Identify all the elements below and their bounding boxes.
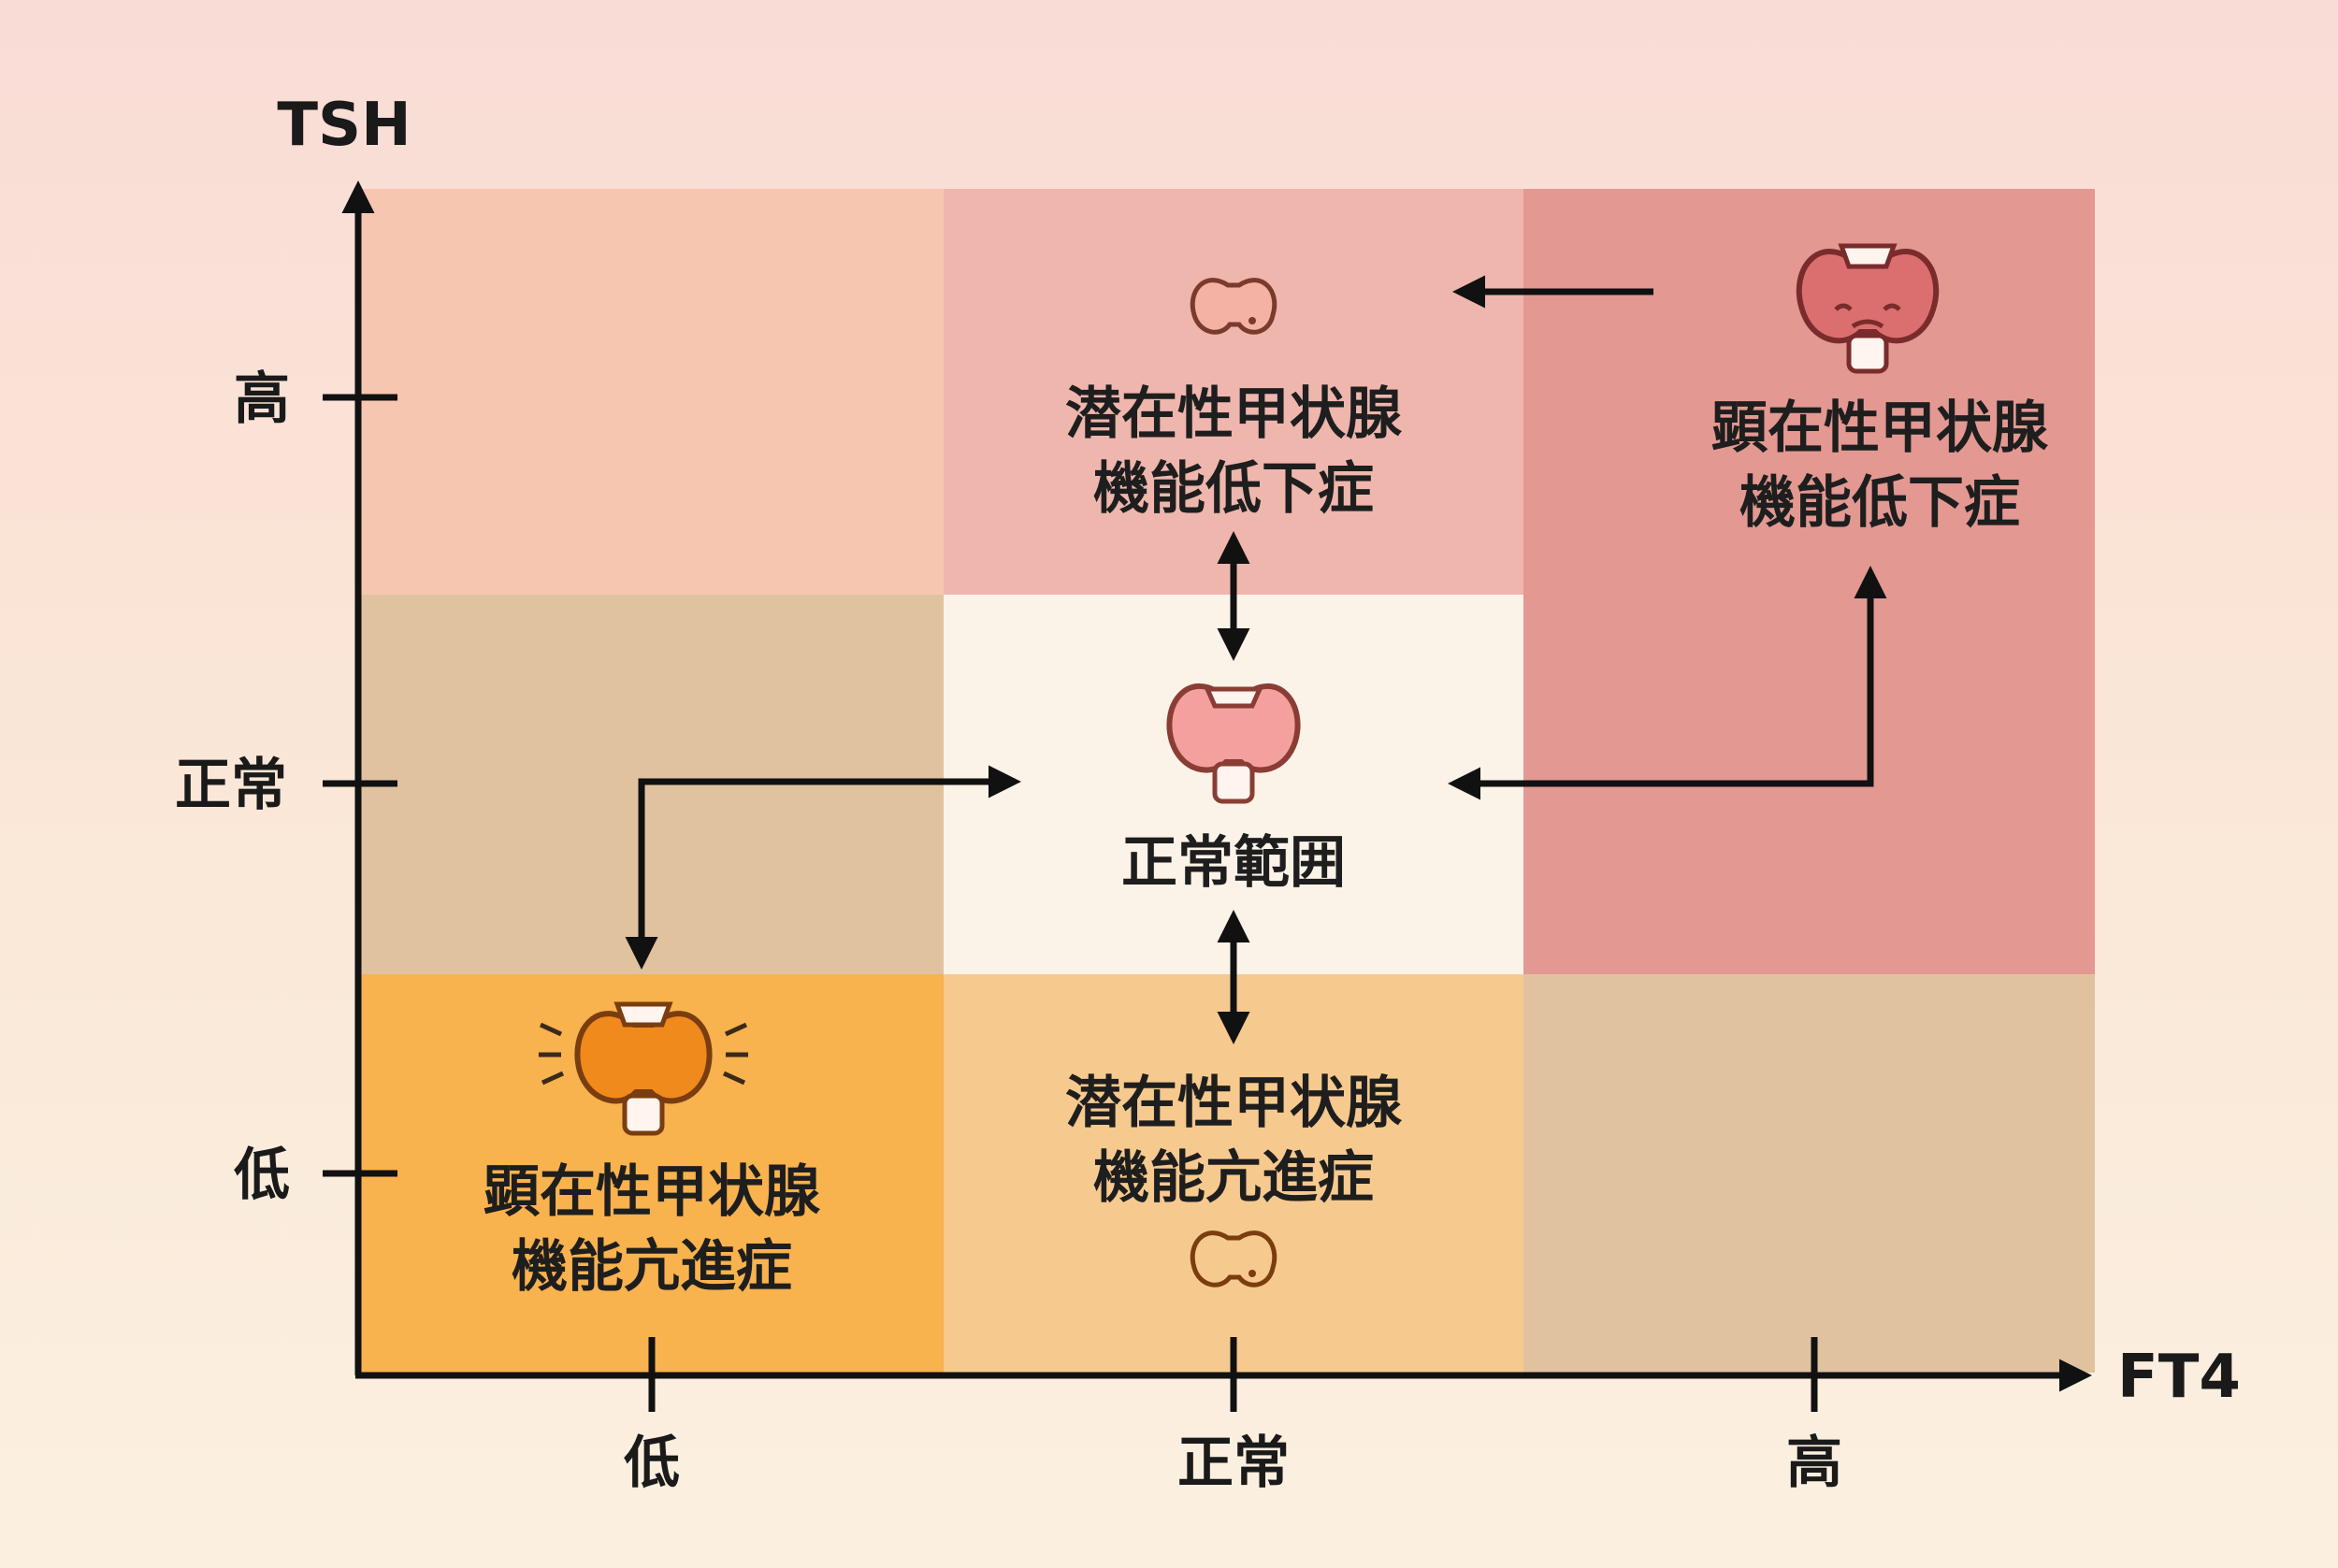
active-thyroid-icon (539, 1001, 748, 1136)
overt-hypo-label-line1: 顕在性甲状腺 (1711, 396, 2049, 461)
normal-range-label: 正常範囲 (1121, 830, 1346, 896)
cell-high-tsh-low-ft4 (360, 189, 944, 595)
subclinical-hypo-label-line2: 機能低下症 (1093, 456, 1374, 522)
x-axis-title: FT4 (2117, 1343, 2241, 1412)
x-tick-label-normal: 正常 (1177, 1431, 1290, 1496)
x-tick-label-low: 低 (624, 1431, 680, 1496)
overt-hyper-label-line2: 機能亢進症 (512, 1234, 792, 1300)
small-thyroid-icon (1190, 278, 1277, 335)
sad-thyroid-icon (1796, 243, 1940, 374)
cell-low-tsh-high-ft4 (1523, 974, 2095, 1373)
subclinical-hyper-label-line2: 機能亢進症 (1093, 1145, 1374, 1211)
small-thyroid-icon-lower (1190, 1230, 1277, 1287)
axes (323, 180, 2092, 1412)
overt-hyper-label-line1: 顕在性甲状腺 (483, 1159, 821, 1225)
arrow-overt-hyper-normal (625, 765, 1021, 970)
y-tick-label-normal: 正常 (175, 753, 287, 818)
cell-high-tsh-normal-ft4 (944, 189, 1523, 595)
arrow-normal-overt-hypo (1448, 566, 1887, 800)
transition-arrows (625, 275, 1887, 1044)
y-tick-label-high: 高 (234, 367, 290, 432)
thyroid-icon (1166, 683, 1301, 804)
x-tick-label-high: 高 (1786, 1431, 1842, 1496)
overt-hypo-label-line2: 機能低下症 (1739, 470, 2020, 536)
y-tick-label-low: 低 (234, 1143, 290, 1208)
y-axis-title: TSH (277, 91, 411, 160)
subclinical-hyper-label-line1: 潜在性甲状腺 (1065, 1071, 1403, 1136)
subclinical-hypo-label-line1: 潜在性甲状腺 (1065, 381, 1403, 447)
